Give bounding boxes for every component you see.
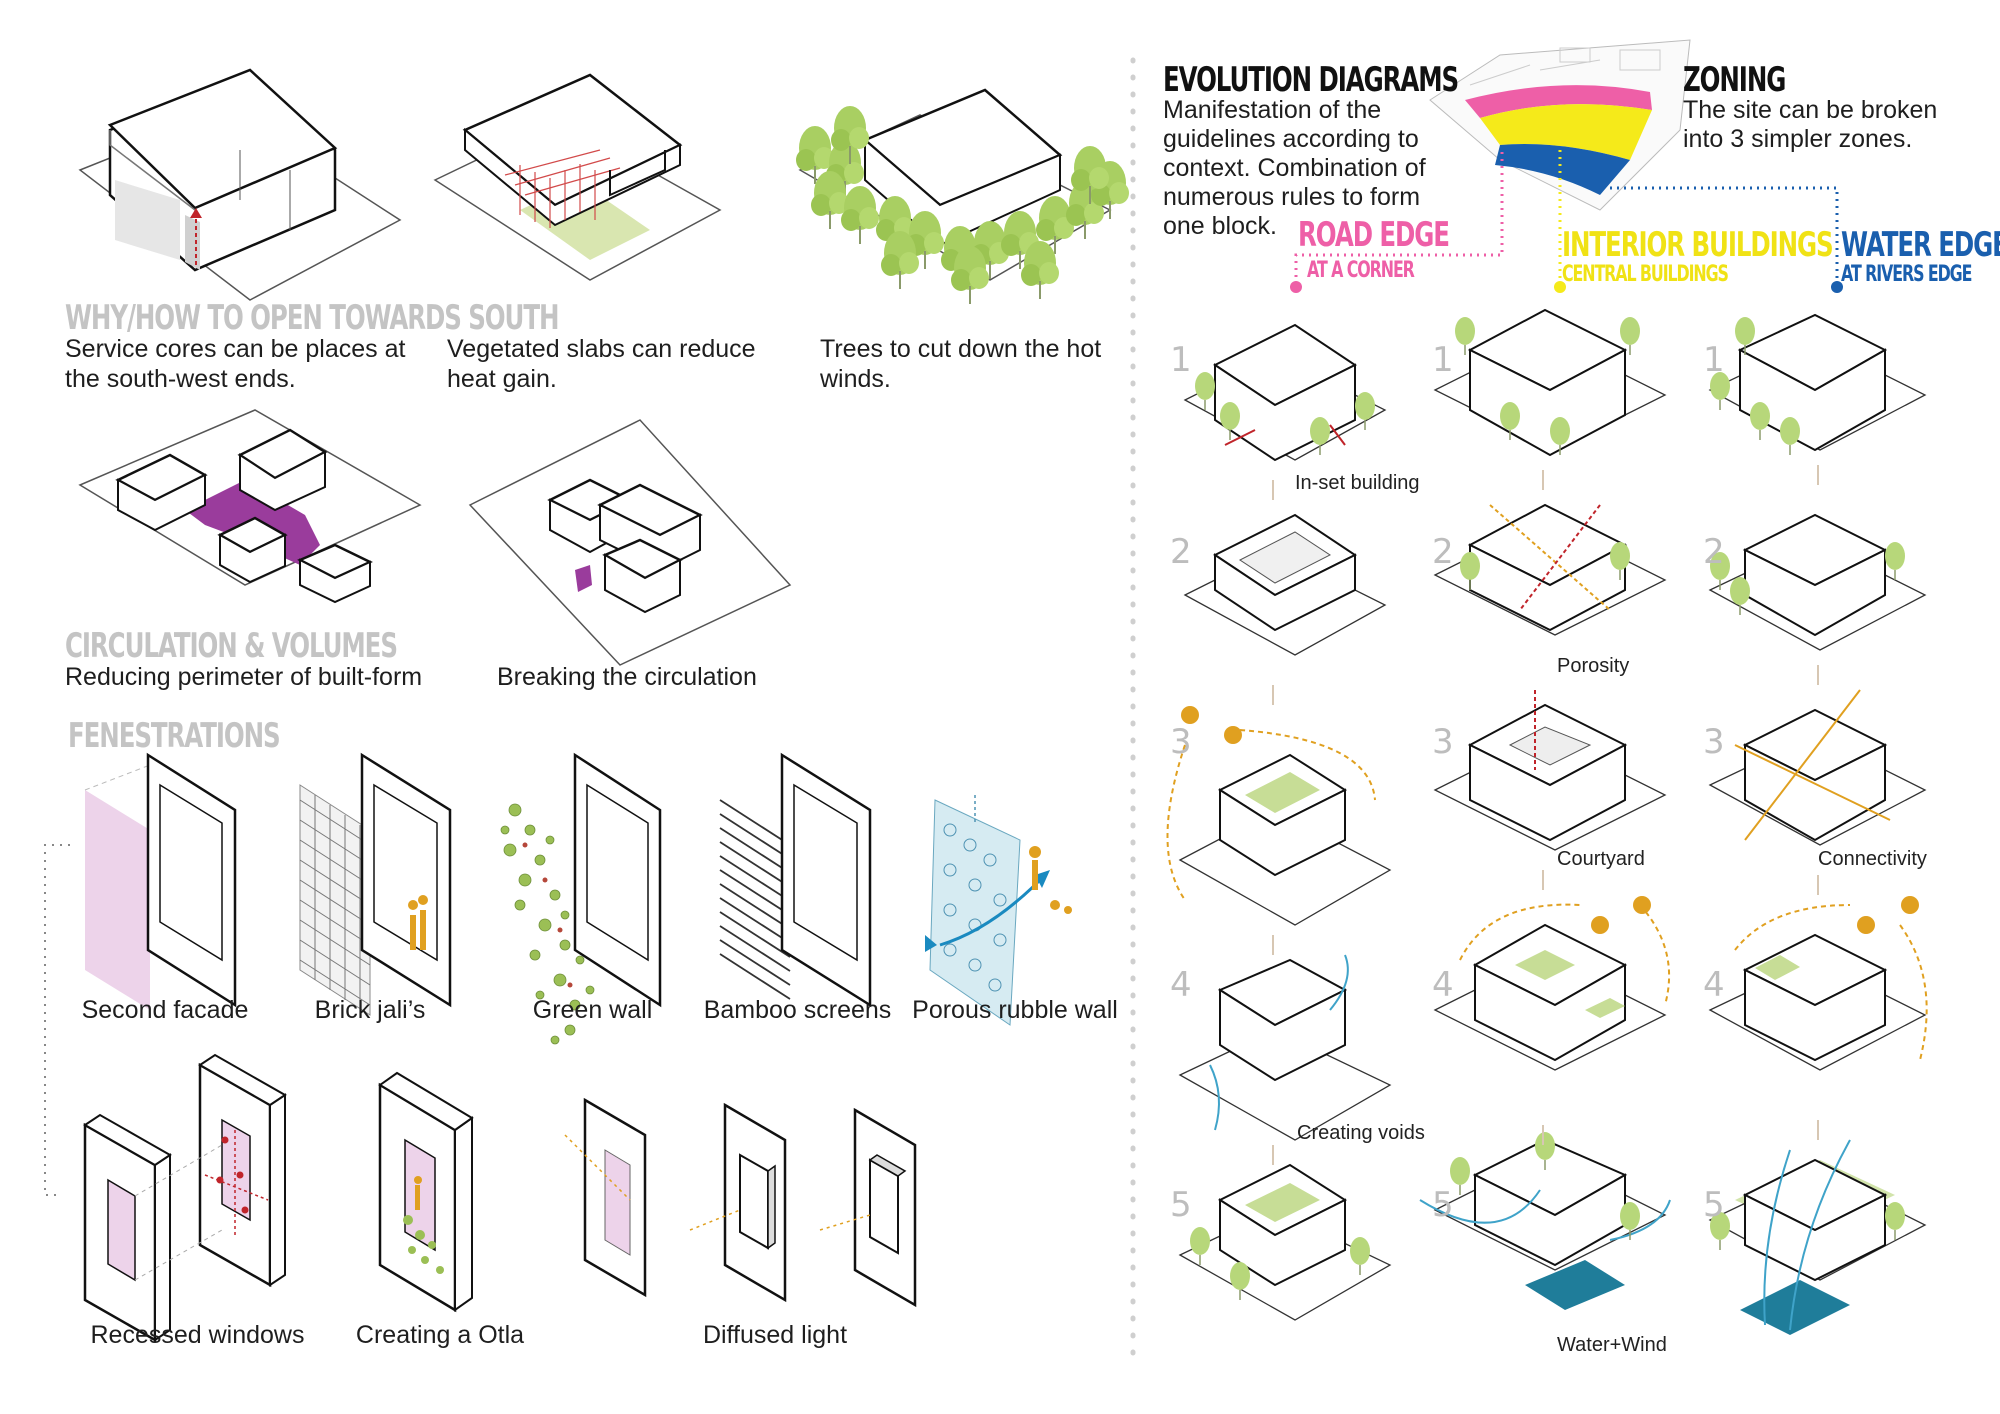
fen-label-brick-jali: Brick jali’s [314,996,426,1024]
vegetated-slab-diagram [433,73,722,281]
step-number: 3 [1170,722,1192,762]
step-number: 2 [1170,532,1192,572]
second-facade-diagram [84,752,237,1010]
circulation-section-title: CIRCULATION & VOLUMES [65,626,398,666]
fen-label-otla: Creating a Otla [355,1321,525,1349]
fen-label-bamboo-screens: Bamboo screens [703,996,892,1024]
step-number: 1 [1703,340,1725,380]
step-number: 4 [1703,965,1725,1005]
step-number: 3 [1432,722,1454,762]
zone-water-edge-subtitle: AT RIVERS EDGE [1841,262,1972,287]
step-number: 4 [1432,965,1454,1005]
step-label-water-wind: Water+Wind [1557,1334,1667,1356]
south-caption-1: Service cores can be places at the south… [65,335,406,393]
fenestrations-section-title: FENESTRATIONS [68,716,281,756]
reduce-perimeter-diagram [78,409,422,604]
bamboo-screens-diagram [719,752,872,1008]
step-number: 1 [1432,340,1454,380]
step-number: 2 [1432,532,1454,572]
zoning-map [1429,39,1691,211]
step-label-creating-voids: Creating voids [1297,1122,1425,1144]
fen-label-green-wall: Green wall [532,996,653,1024]
circulation-caption-1: Reducing perimeter of built-form [65,663,423,691]
breaking-circulation-diagram [468,419,792,666]
zone-water-edge-title: WATER EDGE [1841,225,2000,265]
interior-evolution-column [1419,308,1671,1310]
road-edge-leader [1294,152,1504,285]
otla-diagram [378,1071,474,1313]
fenestration-connector [44,844,70,1196]
step-label-connectivity: Connectivity [1818,848,1927,870]
step-number: 5 [1432,1185,1454,1225]
water-edge-dot [1831,281,1843,293]
fen-label-diffused-light: Diffused light [702,1321,848,1349]
zone-interior-subtitle: CENTRAL BUILDINGS [1562,262,1729,287]
fen-label-second-facade: Second facade [81,996,249,1024]
interior-dot [1554,281,1566,293]
fen-label-porous-rubble-wall: Porous rubble wall [912,996,1118,1024]
zoning-title: ZONING [1683,60,1786,100]
fen-label-recessed-windows: Recessed windows [90,1321,305,1349]
zone-road-edge-title: ROAD EDGE [1298,215,1450,255]
step-number: 5 [1170,1185,1192,1225]
step-number: 4 [1170,965,1192,1005]
evolution-title: EVOLUTION DIAGRAMS [1163,60,1459,100]
step-number: 1 [1170,340,1192,380]
porous-rubble-wall-diagram [925,795,1072,1026]
step-number: 5 [1703,1185,1725,1225]
water-evolution-column [1708,313,1928,1335]
south-section-title: WHY/HOW TO OPEN TOWARDS SOUTH [65,298,559,338]
circulation-caption-2: Breaking the circulation [497,663,757,691]
road-edge-dot [1290,281,1302,293]
service-core-diagram [78,68,402,301]
step-label-courtyard: Courtyard [1557,848,1645,870]
south-caption-3: Trees to cut down the hot winds. [820,335,1102,393]
brick-jali-diagram [299,752,452,1016]
evolution-description: Manifestation of the guidelines accordin… [1163,96,1426,240]
zone-interior-title: INTERIOR BUILDINGS [1562,225,1834,265]
trees-diagram [795,88,1130,305]
zone-road-edge-subtitle: AT A CORNER [1307,258,1415,283]
road-evolution-column [1166,323,1392,1321]
step-number: 3 [1703,722,1725,762]
zoning-description: The site can be broken into 3 simpler zo… [1683,96,1938,153]
step-label-inset-building: In-set building [1295,472,1420,494]
green-wall-diagram [500,752,662,1045]
step-label-porosity: Porosity [1557,655,1630,677]
south-caption-2: Vegetated slabs can reduce heat gain. [447,335,756,393]
diffused-light-diagram [564,1097,917,1308]
recessed-windows-diagram [83,1053,287,1343]
step-number: 2 [1703,532,1725,572]
